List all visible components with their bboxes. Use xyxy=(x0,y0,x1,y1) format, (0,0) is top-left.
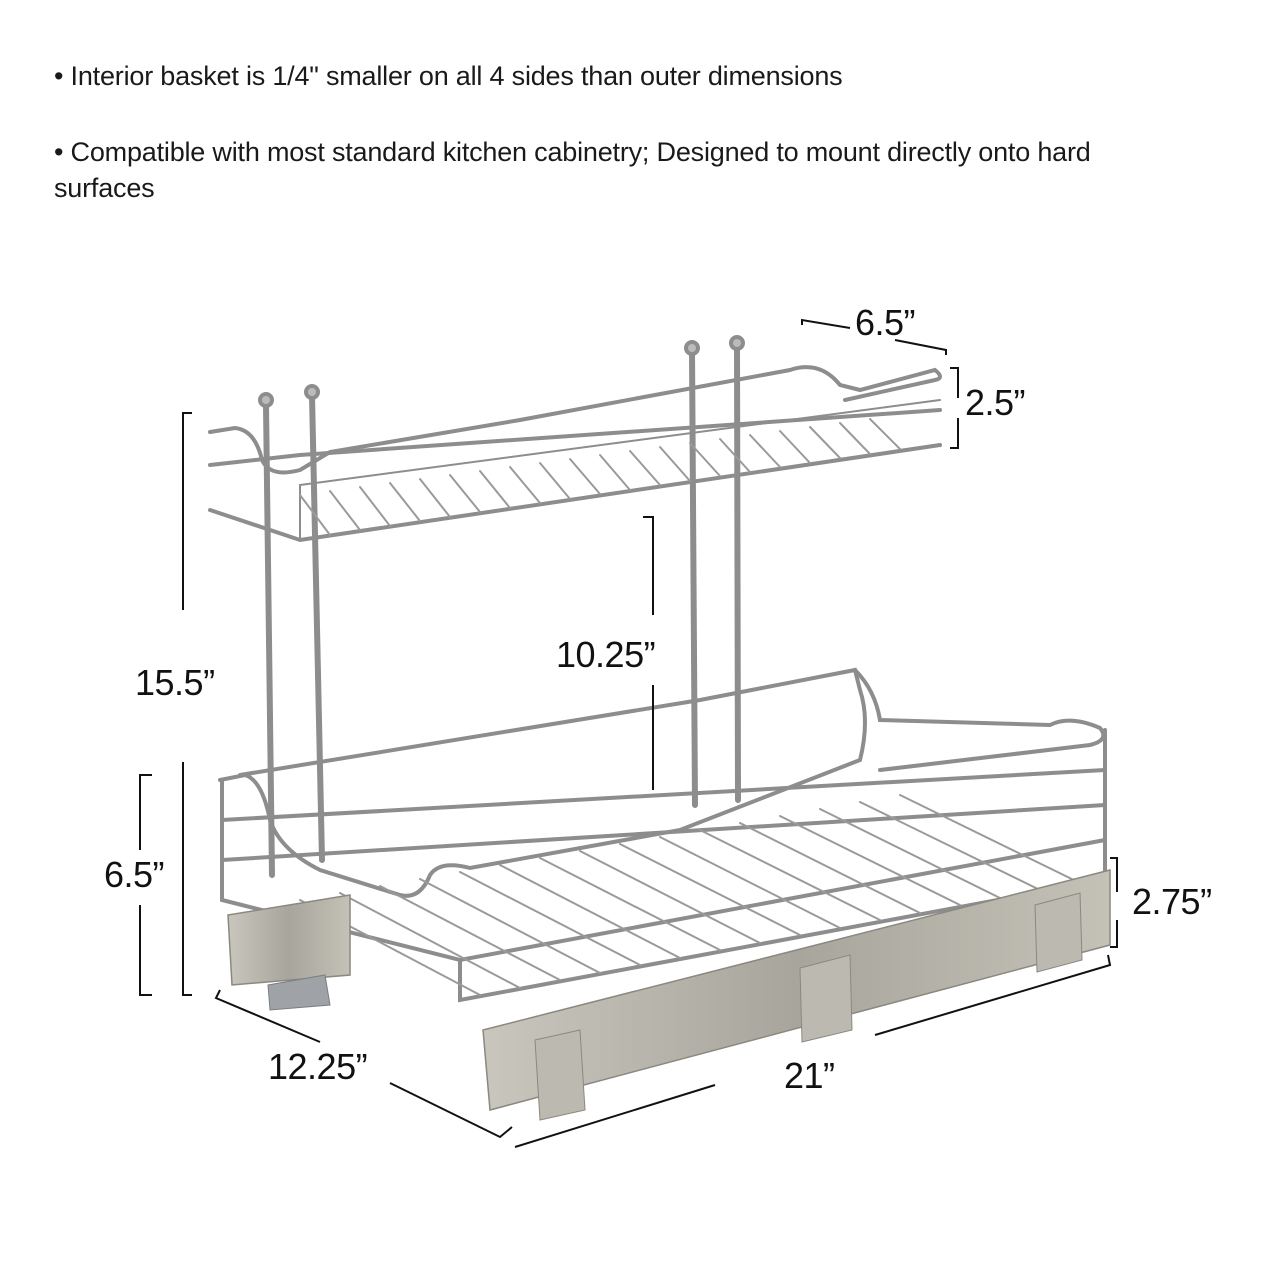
dim-tier-gap: 10.25” xyxy=(556,634,656,675)
note-interior-basket: • Interior basket is 1/4" smaller on all… xyxy=(54,61,843,91)
dim-top-depth: 6.5” xyxy=(855,302,916,343)
upper-basket xyxy=(208,335,942,878)
dim-rail-height: 2.75” xyxy=(1132,881,1212,922)
slide-rails xyxy=(227,869,1111,1121)
dim-bottom-height: 6.5” xyxy=(104,854,165,895)
dim-overall-height: 15.5” xyxy=(135,662,215,703)
note-compatibility: • Compatible with most standard kitchen … xyxy=(54,137,1091,203)
dimension-lines xyxy=(139,318,1118,1148)
dim-top-height: 2.5” xyxy=(965,382,1026,423)
dim-width: 12.25” xyxy=(268,1046,368,1087)
lower-basket xyxy=(218,667,1107,1003)
dim-length: 21” xyxy=(784,1055,835,1096)
